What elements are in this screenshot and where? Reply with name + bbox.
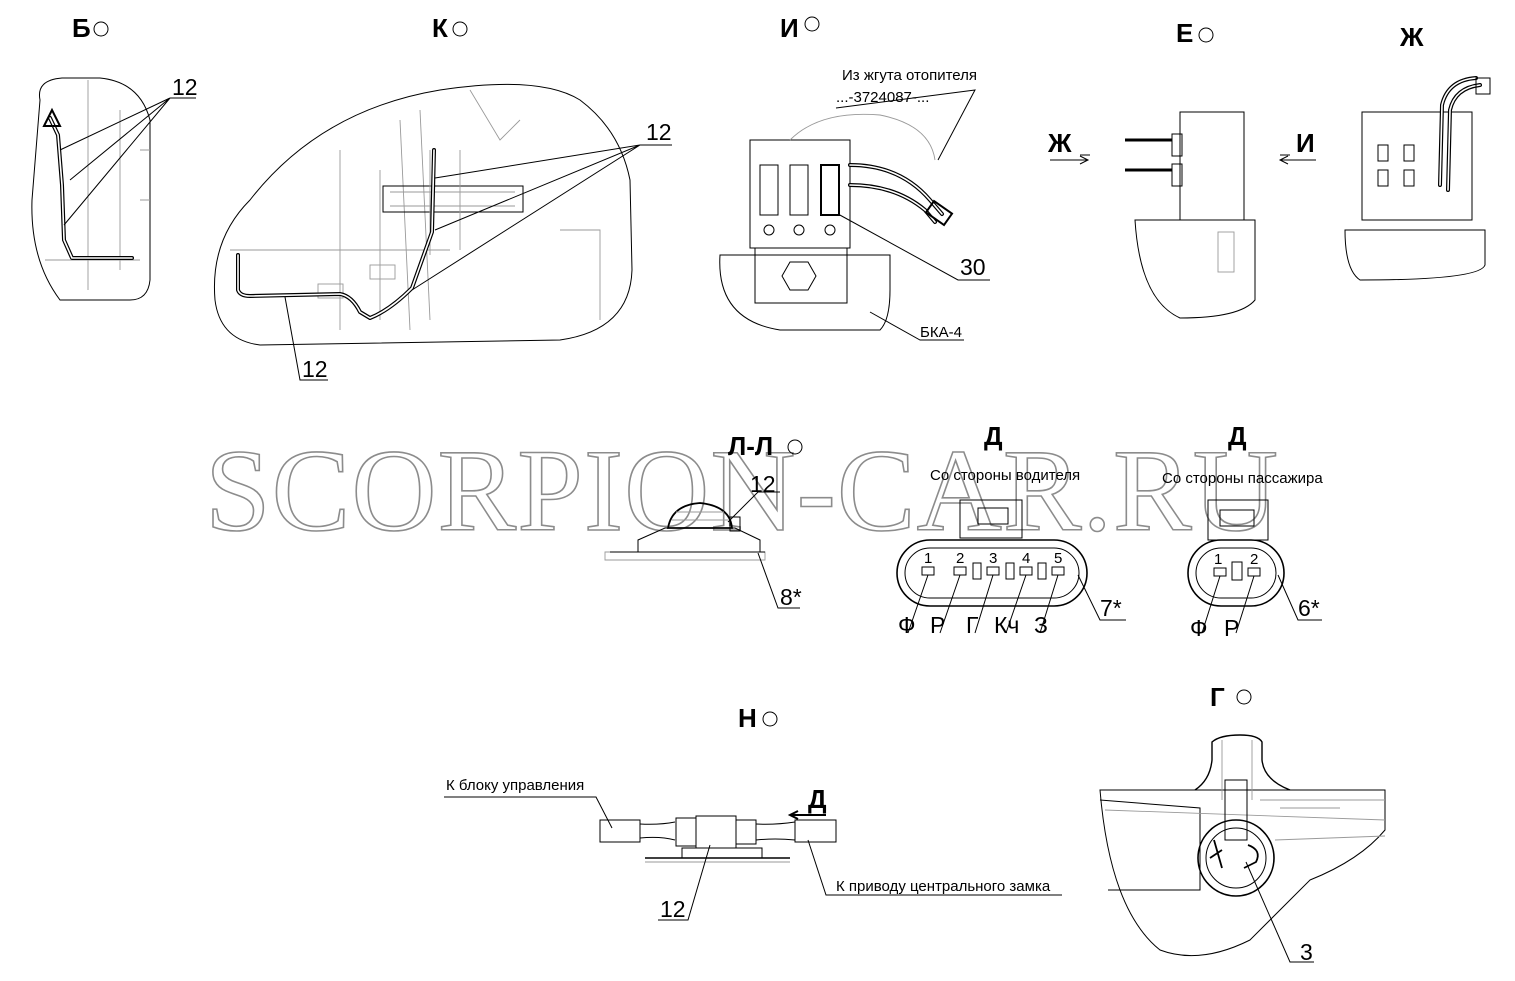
view-d-driver-subtitle: Со стороны водителя — [930, 467, 1080, 484]
wire-r-label: Р — [930, 612, 945, 638]
view-marker-icon — [452, 21, 468, 37]
view-n-label-left: К блоку управления — [446, 777, 584, 794]
view-g: Г 3 — [1099, 682, 1386, 965]
view-d-driver: Д Со стороны водителя 1 2 3 4 5 Ф Р Г Кч… — [896, 421, 1126, 638]
view-k-title: К — [432, 13, 448, 43]
pin-2-label: 2 — [956, 550, 964, 567]
view-b-title: Б — [72, 13, 91, 43]
view-e-arrow-right: И — [1296, 128, 1315, 158]
view-ll: Л-Л 12 8* — [604, 431, 803, 610]
view-k-callout-top: 12 — [646, 119, 672, 145]
view-g-callout: 3 — [1300, 939, 1313, 965]
view-ll-callout-top: 12 — [750, 471, 776, 497]
connector-7-callout: 7* — [1100, 595, 1122, 621]
view-d-passenger: Д Со стороны пассажира 1 2 Ф Р 6* — [1162, 421, 1323, 641]
view-e-title: Е — [1176, 18, 1193, 48]
view-zh: Ж — [1344, 22, 1491, 281]
view-g-title: Г — [1210, 682, 1225, 712]
wire-kch-label: Кч — [994, 612, 1019, 638]
view-n-arrow: Д — [808, 784, 827, 814]
view-e: Е Ж И — [1047, 18, 1316, 319]
view-e-arrow-left: Ж — [1047, 128, 1072, 158]
pin-1-label: 1 — [924, 550, 932, 567]
view-d-passenger-subtitle: Со стороны пассажира — [1162, 470, 1323, 487]
wire-z-label: З — [1034, 612, 1048, 638]
view-marker-icon — [804, 16, 820, 32]
view-marker-icon — [93, 21, 109, 37]
clip-detail — [1197, 819, 1275, 897]
view-i-note-line2: ...-3724087-... — [836, 89, 929, 106]
wire-f-label: Ф — [898, 612, 916, 638]
view-i: И Из жгута отопителя ...-3724087-... 30 … — [719, 13, 990, 341]
view-marker-icon — [1236, 689, 1252, 705]
pin-1-label: 1 — [1214, 551, 1222, 568]
wire-r-label: Р — [1224, 615, 1239, 641]
view-marker-icon — [762, 711, 778, 727]
view-ll-callout-bottom: 8* — [780, 584, 802, 610]
view-zh-title: Ж — [1399, 22, 1424, 52]
pin-3-label: 3 — [989, 550, 997, 567]
view-b: Б 12 — [31, 13, 198, 301]
view-n: Н К блоку управления Д К приводу централ… — [444, 703, 1062, 922]
view-b-callout: 12 — [172, 74, 198, 100]
connector-6-callout: 6* — [1298, 595, 1320, 621]
view-i-title: И — [780, 13, 799, 43]
view-d-passenger-title: Д — [1228, 421, 1247, 451]
wire-g-label: Г — [966, 612, 979, 638]
view-i-callout: 30 — [960, 254, 986, 280]
connector-7-body — [896, 539, 1088, 607]
view-ll-title: Л-Л — [728, 431, 773, 461]
view-d-driver-title: Д — [984, 421, 1003, 451]
view-marker-icon — [1198, 27, 1214, 43]
view-k: К 12 12 — [213, 13, 672, 382]
pin-2-label: 2 — [1250, 551, 1258, 568]
pin-4-label: 4 — [1022, 550, 1030, 567]
view-n-label-right: К приводу центрального замка — [836, 878, 1051, 895]
pin-5-label: 5 — [1054, 550, 1062, 567]
view-k-callout-bottom: 12 — [302, 356, 328, 382]
connector-6-body — [1187, 539, 1285, 607]
view-i-base-label: БКА-4 — [920, 324, 962, 341]
view-i-note-line1: Из жгута отопителя — [842, 67, 977, 84]
view-n-title: Н — [738, 703, 757, 733]
view-marker-icon — [787, 439, 803, 455]
wire-f-label: Ф — [1190, 615, 1208, 641]
watermark: SCORPION-CAR.RU — [205, 425, 1279, 556]
view-n-callout: 12 — [660, 896, 686, 922]
